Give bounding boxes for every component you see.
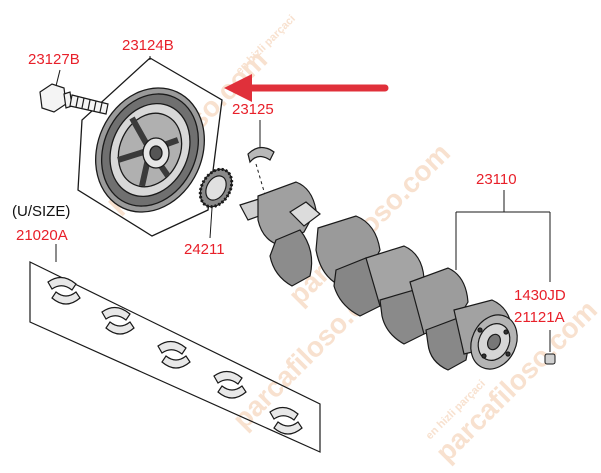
bolt-part	[39, 83, 109, 115]
bearing-shell-2	[101, 306, 135, 335]
key-part	[247, 146, 275, 164]
label-bolt: 23127B	[28, 51, 80, 68]
label-pin-1: 1430JD	[514, 287, 566, 304]
bearing-shell-4	[213, 370, 247, 399]
label-key: 23125	[232, 101, 274, 118]
crankshaft-part	[239, 181, 518, 371]
bolt-leader	[55, 69, 61, 87]
crankshaft-bracket	[455, 190, 551, 352]
bearing-shell-1	[47, 276, 81, 305]
key-dash	[255, 163, 269, 206]
label-sprocket: 24211	[184, 241, 225, 258]
label-pulley: 23124B	[122, 37, 174, 54]
red-arrow-icon	[224, 74, 389, 102]
part-labels: 23127B 23124B 23125 23110 24211 (U/SIZE)…	[12, 37, 566, 326]
bearing-tray	[29, 261, 321, 453]
label-bearing-set: 21020A	[16, 227, 68, 244]
label-pin-2: 21121A	[514, 309, 565, 326]
pulley-callout-outline	[77, 57, 223, 237]
label-usize: (U/SIZE)	[12, 203, 70, 220]
sprocket-leader	[209, 207, 213, 239]
bearing-shell-3	[157, 340, 191, 369]
bearing-shells	[47, 276, 303, 435]
label-crankshaft: 23110	[476, 171, 517, 188]
pin-part	[544, 353, 556, 365]
bearing-shell-5	[269, 406, 303, 435]
sprocket-part	[198, 167, 234, 209]
pulley-part	[95, 87, 205, 213]
